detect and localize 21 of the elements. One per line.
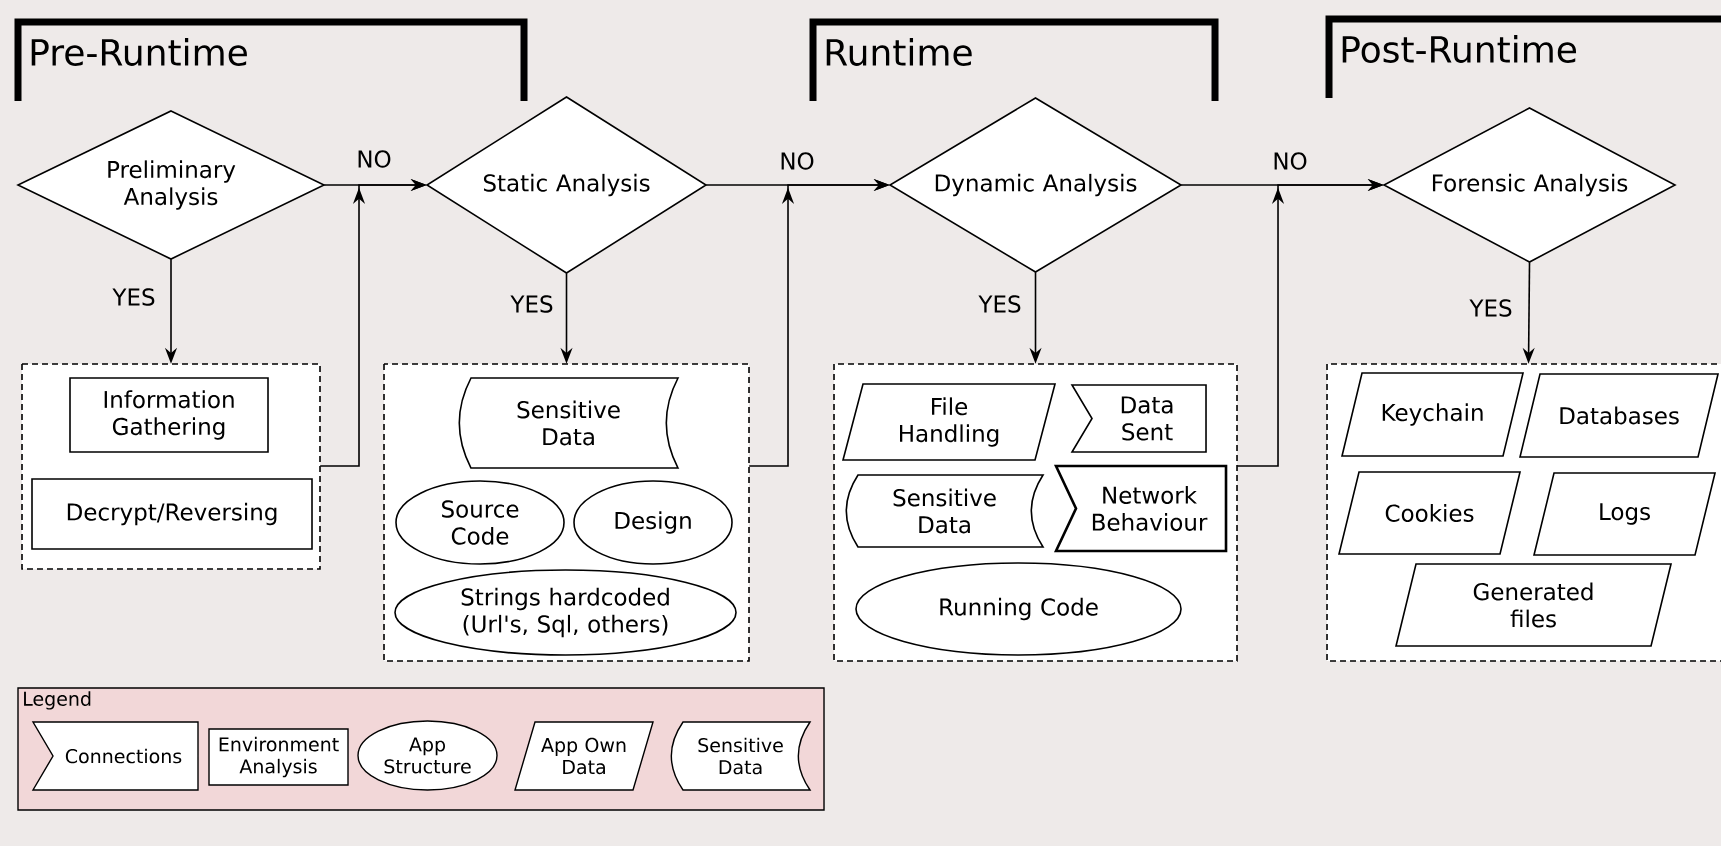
edge-label: YES xyxy=(1467,297,1515,319)
edge-label: NO xyxy=(777,150,817,172)
data-parallelogram: Generated files xyxy=(1395,563,1673,647)
legend-item: Connections xyxy=(31,721,199,791)
process-box: Decrypt/Reversing xyxy=(31,478,313,550)
edge-label: NO xyxy=(1270,150,1310,172)
edge-label: YES xyxy=(976,293,1024,315)
legend-item: Sensitive Data xyxy=(670,721,811,791)
phase-heading: Runtime xyxy=(826,38,972,66)
data-parallelogram: Logs xyxy=(1533,472,1717,556)
legend-item: App Structure xyxy=(357,720,498,791)
phase-heading: Pre-Runtime xyxy=(31,38,247,66)
data-parallelogram: Databases xyxy=(1519,373,1720,458)
legend-item: App Own Data xyxy=(514,721,654,791)
phase-heading: Post-Runtime xyxy=(1342,35,1576,63)
edge-label: YES xyxy=(110,286,158,308)
legend-item: Environment Analysis xyxy=(208,728,349,786)
edge-label: YES xyxy=(508,293,556,315)
process-box: Information Gathering xyxy=(69,377,269,453)
edge-label: NO xyxy=(354,148,394,170)
legend-heading: Legend xyxy=(24,691,91,710)
